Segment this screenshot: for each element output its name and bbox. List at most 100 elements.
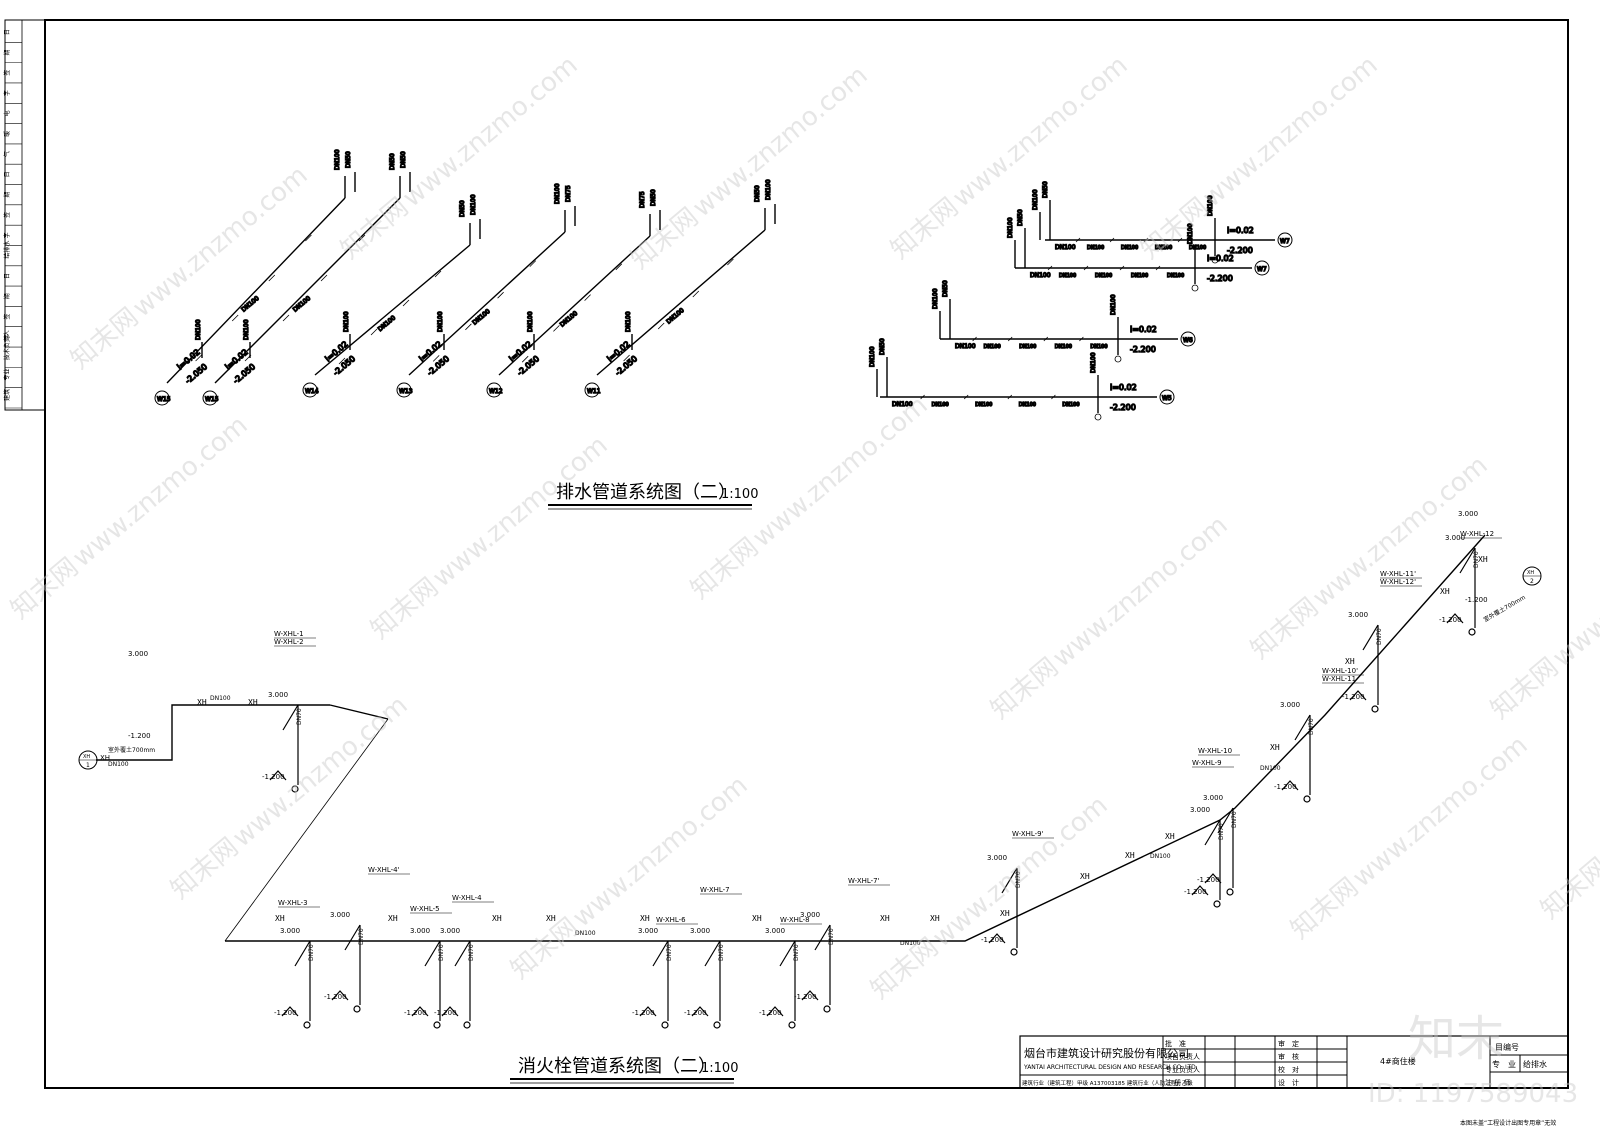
drainage-scale: 1:100 bbox=[721, 487, 758, 502]
watermark-brand: 知末网 bbox=[1135, 192, 1214, 265]
drain-tick bbox=[195, 354, 202, 362]
drain-h-tick bbox=[1007, 394, 1013, 400]
drain-size: DN100 bbox=[377, 314, 397, 333]
drain-cleanout-size: DN100 bbox=[343, 311, 350, 332]
drain-tick bbox=[615, 263, 623, 271]
drain-pipe bbox=[166, 197, 346, 384]
hydrant-low-elev: -1.200 bbox=[324, 993, 347, 1001]
watermark-site: www.znzmo.com bbox=[1547, 510, 1600, 673]
hydrant-pipe-label: XH bbox=[1165, 832, 1175, 841]
field-number-label: 目编号 bbox=[1495, 1042, 1519, 1052]
drain-branch-size: DN50 bbox=[345, 151, 352, 168]
drain-branch-size: DN50 bbox=[400, 151, 407, 168]
hydrant-main-size: DN100 bbox=[900, 940, 921, 947]
drain-outlet-tag bbox=[302, 382, 318, 398]
hydrant-riser-label: W-XHL-4' bbox=[368, 866, 400, 874]
strip-cell: 签 bbox=[3, 212, 11, 218]
drain-tick bbox=[623, 354, 630, 362]
watermark-site: www.znzmo.com bbox=[1197, 50, 1383, 213]
hydrant-top-elev: 3.000 bbox=[1280, 701, 1300, 709]
drain-h-tick bbox=[963, 394, 969, 400]
drain-h-seg-size: DN100 bbox=[1189, 245, 1206, 251]
drain-h-elev: -2.200 bbox=[1110, 403, 1136, 412]
watermark-site: www.znzmo.com bbox=[567, 770, 753, 933]
hydrant-top-elev: 3.000 bbox=[440, 927, 460, 935]
watermark-site: www.znzmo.com bbox=[67, 410, 253, 573]
drain-outlet-tag bbox=[396, 382, 412, 398]
drain-tick bbox=[432, 355, 440, 362]
drain-branch-size: DN100 bbox=[554, 183, 561, 204]
hydrant-branch-size: DN70 bbox=[438, 944, 445, 961]
watermark-brand: 知末网 bbox=[1285, 872, 1364, 945]
elev-mark bbox=[639, 1006, 657, 1017]
watermark-brand: 知末网 bbox=[505, 912, 584, 985]
drain-h-cleanout-cap bbox=[1114, 355, 1122, 363]
drain-h-seg-size: DN100 bbox=[932, 402, 949, 408]
tb-role-left: 批 准 bbox=[1165, 1039, 1186, 1048]
drain-h-elev: -2.200 bbox=[1207, 274, 1233, 283]
drain-h-seg-size: DN100 bbox=[1167, 273, 1184, 279]
hydrant-top-elev: 3.000 bbox=[1203, 794, 1223, 802]
drain-outlet-label: W15 bbox=[157, 396, 171, 403]
drain-h-tick bbox=[1047, 265, 1053, 271]
strip-cell: 气 bbox=[3, 151, 11, 157]
elev-mark bbox=[988, 933, 1006, 944]
hydrant-inlet-tag-top: XH bbox=[83, 754, 90, 760]
elev-mark bbox=[331, 990, 349, 1001]
hydrant-valve bbox=[788, 1021, 796, 1029]
tb-role-left: 注 册 师 bbox=[1165, 1078, 1190, 1087]
drain-h-seg-size: DN100 bbox=[984, 344, 1001, 350]
elev-mark bbox=[691, 1006, 709, 1017]
hydrant-main-size: DN100 bbox=[575, 930, 596, 937]
hydrant-end-low-elev: -1.200 bbox=[1465, 596, 1488, 604]
drain-h-tick bbox=[1007, 336, 1013, 342]
drain-pipe bbox=[498, 235, 651, 376]
hydrant-riser-label: W-XHL-12 bbox=[1460, 530, 1494, 538]
drain-cleanout-size: DN100 bbox=[437, 311, 444, 332]
drain-h-seg-size: DN100 bbox=[1062, 402, 1079, 408]
drain-h-tag-label: W5 bbox=[1162, 395, 1172, 402]
hydrant-branch-size: DN70 bbox=[1473, 551, 1480, 568]
drain-h-vent-size: DN100 bbox=[1090, 352, 1097, 373]
hydrant-pipe-label: XH bbox=[1478, 555, 1488, 564]
drain-h-slope: i=0.02 bbox=[1130, 325, 1157, 334]
hydrant-main-size: DN100 bbox=[1150, 853, 1171, 860]
hydrant-riser-label: W-XHL-11 bbox=[1322, 675, 1356, 683]
hydrant-branch-size: DN70 bbox=[718, 944, 725, 961]
strip-cell: 期 bbox=[3, 192, 11, 198]
drain-branch-size: DN50 bbox=[650, 189, 657, 206]
drain-outlet-tag bbox=[584, 382, 600, 398]
drainage-title: 排水管道系统图（二） bbox=[556, 482, 736, 503]
hydrant-pipe-label: XH bbox=[1000, 909, 1010, 918]
drain-size: DN100 bbox=[559, 310, 579, 329]
hydrant-inlet-tag-bottom: 2 bbox=[1530, 578, 1534, 585]
hydrant-low-elev: -1.200 bbox=[262, 773, 285, 781]
hydrant-inlet-size: DN100 bbox=[108, 761, 129, 768]
drain-tick bbox=[434, 270, 442, 278]
watermark-brand: 知末网 bbox=[165, 832, 244, 905]
elev-mark bbox=[1191, 885, 1209, 896]
hydrant-riser-branch bbox=[344, 924, 361, 951]
strip-cell: 日 bbox=[4, 273, 11, 279]
certificate-line: 建筑行业（建筑工程）甲级 A137003185 建筑行业（人防工程）乙级 bbox=[1022, 1079, 1193, 1087]
drain-h-seg-size: DN100 bbox=[1087, 245, 1104, 251]
hydrant-valve bbox=[1303, 795, 1311, 803]
hydrant-low-elev: -1.200 bbox=[434, 1009, 457, 1017]
elev-mark bbox=[1349, 690, 1367, 701]
drain-h-tick bbox=[972, 336, 977, 342]
watermark-brand: 知末网 bbox=[365, 572, 444, 645]
strip-cell: 字 bbox=[3, 90, 11, 96]
drain-h-tag-label: W7 bbox=[1280, 238, 1290, 245]
drain-h-seg-size: DN100 bbox=[1019, 344, 1036, 350]
elev-mark bbox=[441, 1006, 459, 1017]
hydrant-pipe-label: XH bbox=[880, 914, 890, 923]
hydrant-pipe-label: XH bbox=[388, 914, 398, 923]
hydrant-pipe-label: XH bbox=[1125, 851, 1135, 860]
elev-mark bbox=[269, 770, 287, 781]
hydrant-pipe-label: XH bbox=[275, 914, 285, 923]
watermark-brand: 知末网 bbox=[985, 652, 1064, 725]
company-name-en: YANTAI ARCHITECTURAL DESIGN AND RESEARCH… bbox=[1023, 1064, 1196, 1071]
